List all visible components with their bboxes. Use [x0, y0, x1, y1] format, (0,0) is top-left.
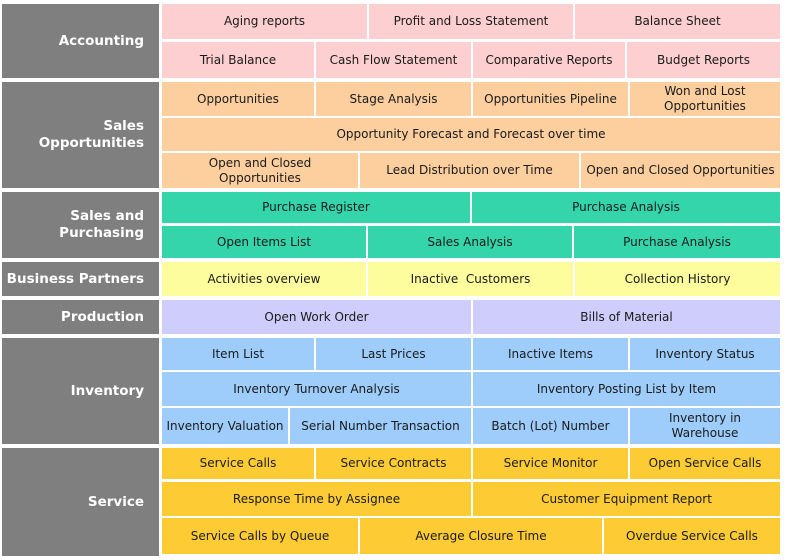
report-won-and-lost[interactable]: Won and Lost Opportunities: [630, 82, 780, 116]
report-stage-analysis[interactable]: Stage Analysis: [316, 82, 471, 116]
report-bills-of-material[interactable]: Bills of Material: [473, 300, 780, 334]
report-service-monitor[interactable]: Service Monitor: [473, 448, 628, 479]
category-sales-purchasing: Sales and Purchasing: [2, 192, 159, 258]
report-response-time[interactable]: Response Time by Assignee: [162, 482, 471, 516]
report-sales-analysis[interactable]: Sales Analysis: [368, 226, 572, 258]
category-label: Business Partners: [6, 270, 144, 287]
category-label: Inventory: [70, 382, 144, 399]
report-cash-flow[interactable]: Cash Flow Statement: [316, 42, 471, 78]
category-inventory: Inventory: [2, 338, 159, 444]
report-aging-reports[interactable]: Aging reports: [162, 4, 367, 39]
report-comparative[interactable]: Comparative Reports: [473, 42, 625, 78]
report-inventory-valuation[interactable]: Inventory Valuation: [162, 408, 288, 444]
report-budget[interactable]: Budget Reports: [627, 42, 780, 78]
report-inactive-customers[interactable]: Inactive Customers: [368, 262, 573, 296]
report-open-closed-opportunities[interactable]: Open and Closed Opportunities: [162, 153, 358, 188]
report-purchase-analysis[interactable]: Purchase Analysis: [472, 192, 780, 223]
report-lead-distribution[interactable]: Lead Distribution over Time: [360, 153, 579, 188]
report-inventory-posting-list[interactable]: Inventory Posting List by Item: [473, 372, 780, 406]
report-opportunity-forecast[interactable]: Opportunity Forecast and Forecast over t…: [162, 118, 780, 151]
report-collection-history[interactable]: Collection History: [575, 262, 780, 296]
report-trial-balance[interactable]: Trial Balance: [162, 42, 314, 78]
report-opportunities-pipeline[interactable]: Opportunities Pipeline: [473, 82, 628, 116]
category-accounting: Accounting: [2, 4, 159, 78]
report-overdue-service-calls[interactable]: Overdue Service Calls: [604, 518, 780, 554]
category-service: Service: [2, 448, 159, 556]
category-production: Production: [2, 300, 159, 334]
report-serial-number-transaction[interactable]: Serial Number Transaction: [290, 408, 471, 444]
report-customer-equipment[interactable]: Customer Equipment Report: [473, 482, 780, 516]
report-service-calls[interactable]: Service Calls: [162, 448, 314, 479]
report-inactive-items[interactable]: Inactive Items: [473, 338, 628, 370]
category-label: Service: [87, 493, 144, 510]
report-service-calls-by-queue[interactable]: Service Calls by Queue: [162, 518, 358, 554]
report-purchase-analysis-2[interactable]: Purchase Analysis: [574, 226, 780, 258]
report-balance-sheet[interactable]: Balance Sheet: [575, 4, 780, 39]
category-label: Accounting: [58, 32, 144, 49]
report-inventory-turnover[interactable]: Inventory Turnover Analysis: [162, 372, 471, 406]
report-profit-and-loss[interactable]: Profit and Loss Statement: [369, 4, 573, 39]
report-last-prices[interactable]: Last Prices: [316, 338, 471, 370]
category-label: Sales Opportunities: [38, 118, 144, 151]
report-inventory-status[interactable]: Inventory Status: [630, 338, 780, 370]
report-open-closed-opportunities-2[interactable]: Open and Closed Opportunities: [581, 153, 780, 188]
report-open-items-list[interactable]: Open Items List: [162, 226, 366, 258]
report-average-closure-time[interactable]: Average Closure Time: [360, 518, 602, 554]
report-activities-overview[interactable]: Activities overview: [162, 262, 366, 296]
category-sales-opportunities: Sales Opportunities: [2, 82, 159, 188]
report-service-contracts[interactable]: Service Contracts: [316, 448, 471, 479]
category-label: Production: [60, 308, 144, 325]
report-open-service-calls[interactable]: Open Service Calls: [630, 448, 780, 479]
report-item-list[interactable]: Item List: [162, 338, 314, 370]
report-opportunities[interactable]: Opportunities: [162, 82, 314, 116]
report-inventory-in-warehouse[interactable]: Inventory in Warehouse: [630, 408, 780, 444]
report-batch-number[interactable]: Batch (Lot) Number: [473, 408, 628, 444]
report-purchase-register[interactable]: Purchase Register: [162, 192, 470, 223]
report-open-work-order[interactable]: Open Work Order: [162, 300, 471, 334]
category-label: Sales and Purchasing: [59, 208, 144, 241]
category-business-partners: Business Partners: [2, 262, 159, 296]
